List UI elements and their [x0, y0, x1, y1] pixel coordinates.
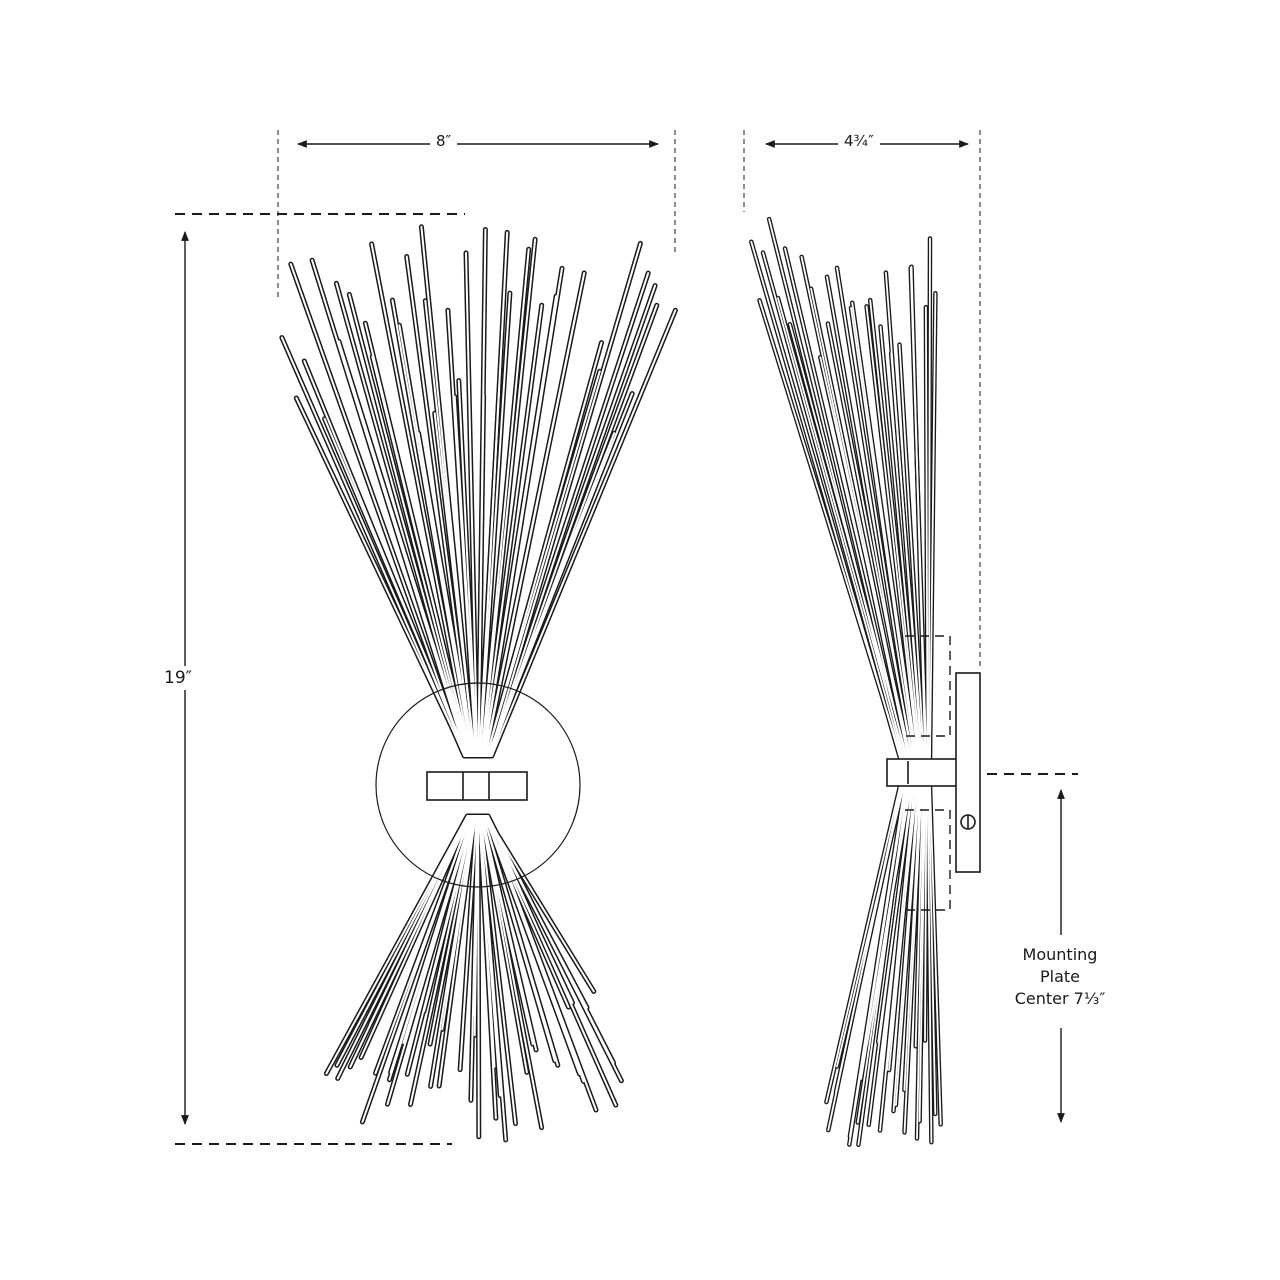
side-view-reeds-inner — [750, 218, 942, 1146]
side-hidden-bracket — [905, 635, 951, 911]
front-collar — [426, 771, 528, 801]
side-collar-arm — [886, 758, 958, 787]
mounting-plate-dimension — [987, 773, 1078, 1123]
height-label: 19″ — [162, 666, 194, 690]
front-backplate-circle — [375, 682, 581, 888]
width-label: 8″ — [430, 132, 458, 150]
side-mounting-plate — [955, 672, 981, 873]
mounting-plate-label-line3: Center 7⅓″ — [1014, 989, 1106, 1008]
mounting-plate-label-line1: Mounting — [1022, 945, 1098, 964]
mounting-plate-label: Mounting Plate Center 7⅓″ — [1000, 944, 1120, 1010]
mounting-plate-label-line2: Plate — [1039, 967, 1080, 986]
depth-label: 4¾″ — [838, 132, 880, 150]
side-view-reeds — [749, 216, 943, 1148]
